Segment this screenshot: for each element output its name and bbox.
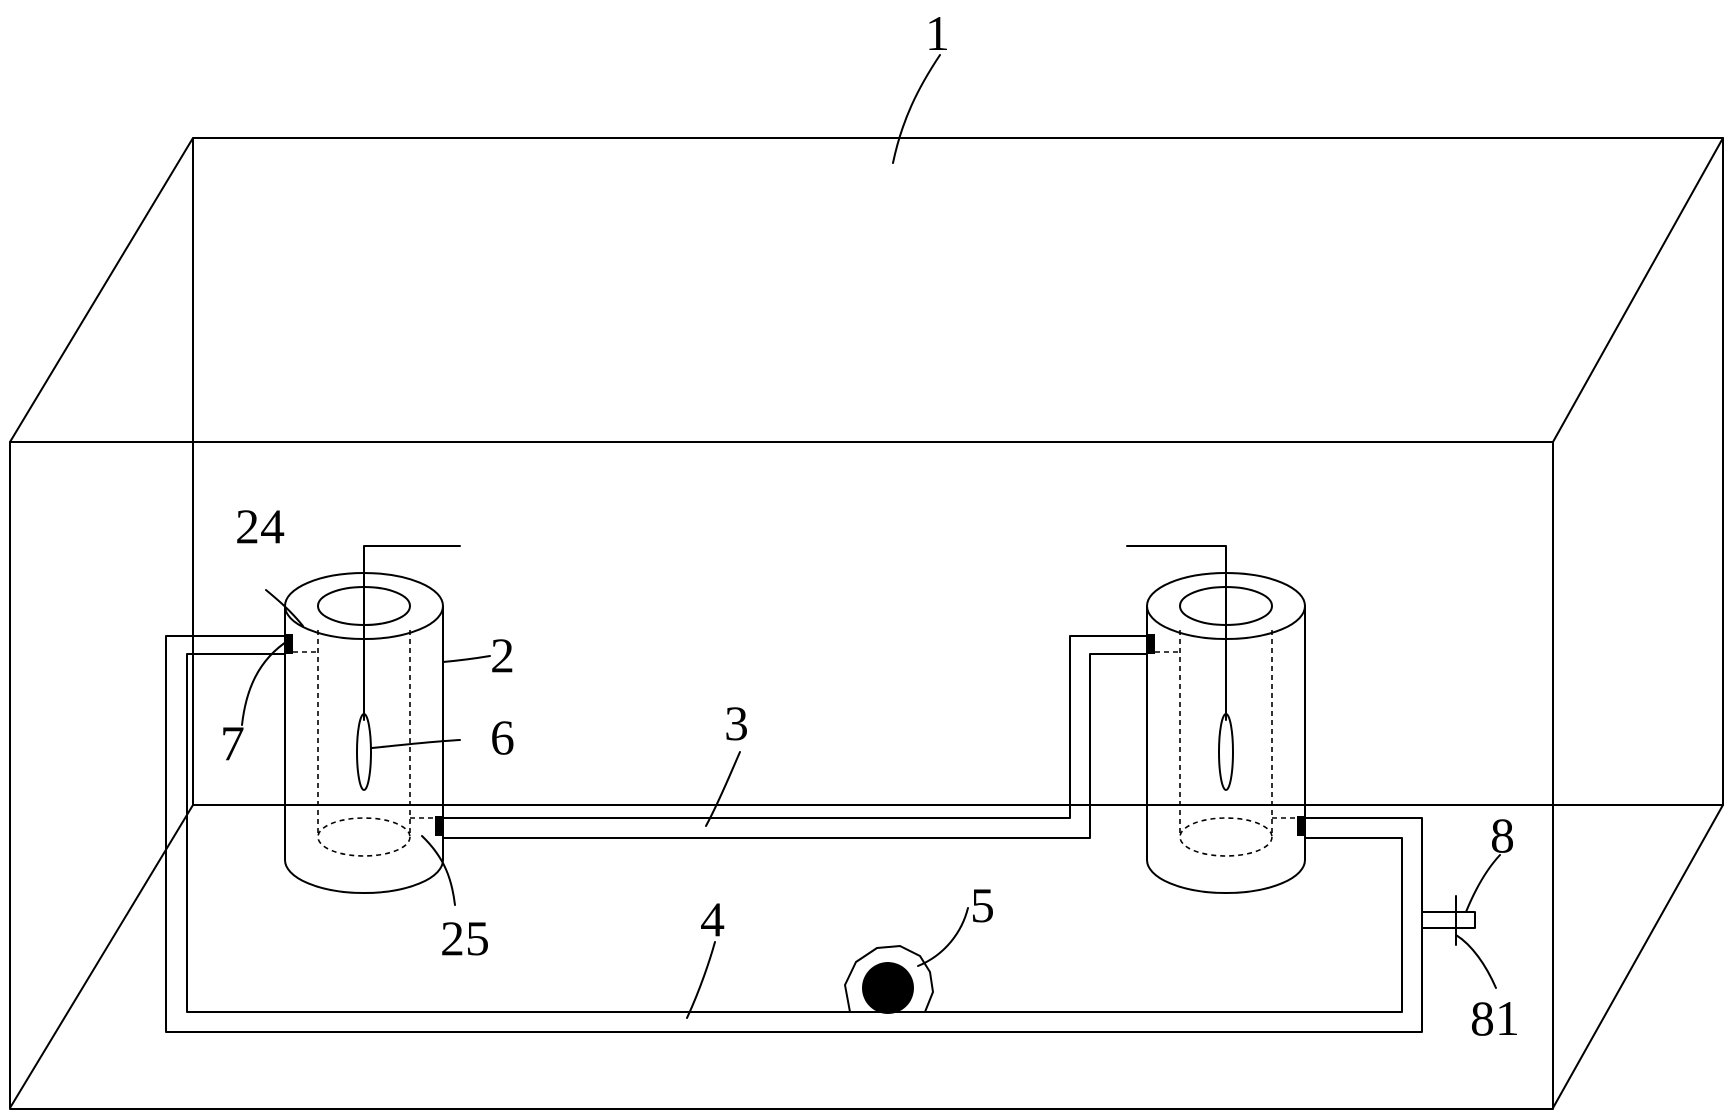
label-outlet: 8 — [1490, 807, 1515, 863]
return-pipe — [165, 635, 1423, 1033]
label-pump: 5 — [970, 877, 995, 933]
label-valve: 81 — [1470, 990, 1520, 1046]
leader-lines — [241, 54, 1501, 1019]
label-housing: 1 — [925, 5, 950, 61]
label-upper-port: 24 — [235, 498, 285, 554]
seal-blocks — [285, 634, 1305, 836]
label-return-pipe: 4 — [700, 891, 725, 947]
label-cylinder: 2 — [490, 627, 515, 683]
housing-box — [9, 137, 1724, 1110]
connecting-pipe — [442, 635, 1148, 839]
right-float-assembly — [1126, 545, 1234, 791]
pump — [844, 945, 934, 1014]
label-lower-port: 25 — [440, 910, 490, 966]
label-connecting-pipe: 3 — [724, 695, 749, 751]
outlet-valve — [1421, 895, 1476, 946]
reference-labels: 1 24 2 7 6 3 25 4 5 8 81 — [220, 5, 1520, 1046]
label-seal: 7 — [220, 715, 245, 771]
left-float-assembly — [356, 545, 461, 791]
label-float: 6 — [490, 709, 515, 765]
